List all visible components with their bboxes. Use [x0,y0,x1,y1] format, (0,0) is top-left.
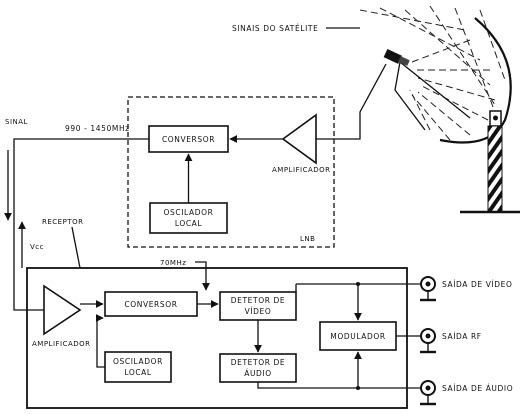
cable-vcc-label: Vcc [30,243,44,251]
feed-horn-lnb [383,48,410,66]
downlead-cable: 990 - 1450MHz SINAL Vcc [4,118,149,311]
rf-output-jack [420,328,436,354]
audio-detector-label-1: DETETOR DE [231,358,285,367]
rf-output-label: SAÍDA RF [442,332,482,341]
dish-pole [487,125,503,213]
video-detector-label-2: VÍDEO [245,307,272,316]
lnb-oscillator-label-1: OSCILADOR [164,208,214,217]
video-output-label: SAÍDA DE VÍDEO [442,280,512,289]
modulator-label: MODULADOR [330,332,385,341]
receiver-converter-box [104,291,198,317]
satellite-dish-illustration [359,5,520,214]
satellite-signal-rays [359,5,506,141]
video-output-jack [420,276,436,302]
receiver-converter-label: CONVERSOR [124,300,177,309]
lnb-converter-label: CONVERSOR [162,135,215,144]
audio-output-label: SAÍDA DE ÁUDIO [442,384,513,393]
lnb-amplifier-label: AMPLIFICADOR [272,166,331,174]
receiver-amplifier-label: AMPLIFICADOR [32,340,91,348]
audio-detector-label-2: ÁUDIO [244,369,272,378]
cable-frequency-label: 990 - 1450MHz [65,124,130,133]
receiver-block: RECEPTOR AMPLIFICADOR CONVERSOR OSCILADO… [26,218,420,409]
receiver-oscillator-label-1: OSCILADOR [113,357,163,366]
lnb-title: LNB [300,235,315,243]
receiver-oscillator-label-2: LOCAL [124,368,152,377]
receiver-title: RECEPTOR [42,218,83,226]
cable-signal-label: SINAL [5,118,28,126]
video-detector-label-1: DETETOR DE [231,296,285,305]
lnb-oscillator-label-2: LOCAL [175,219,203,228]
modulator-box [319,321,397,351]
video-detector-box [219,291,297,321]
audio-detector-box [219,353,297,383]
lnb-oscillator-box [149,202,228,234]
if-frequency-label: 70MHz [160,259,186,267]
receiver-amplifier-triangle [43,284,82,336]
dish-reflector [439,17,512,144]
lnb-block: LNB CONVERSOR OSCILADOR LOCAL AMPLIFICAD… [127,63,387,248]
lnb-amplifier-triangle [281,113,317,165]
lnb-converter-box [148,125,229,153]
audio-output-jack [420,380,436,406]
satellite-signals-label: SINAIS DO SATÉLITE [232,24,318,33]
